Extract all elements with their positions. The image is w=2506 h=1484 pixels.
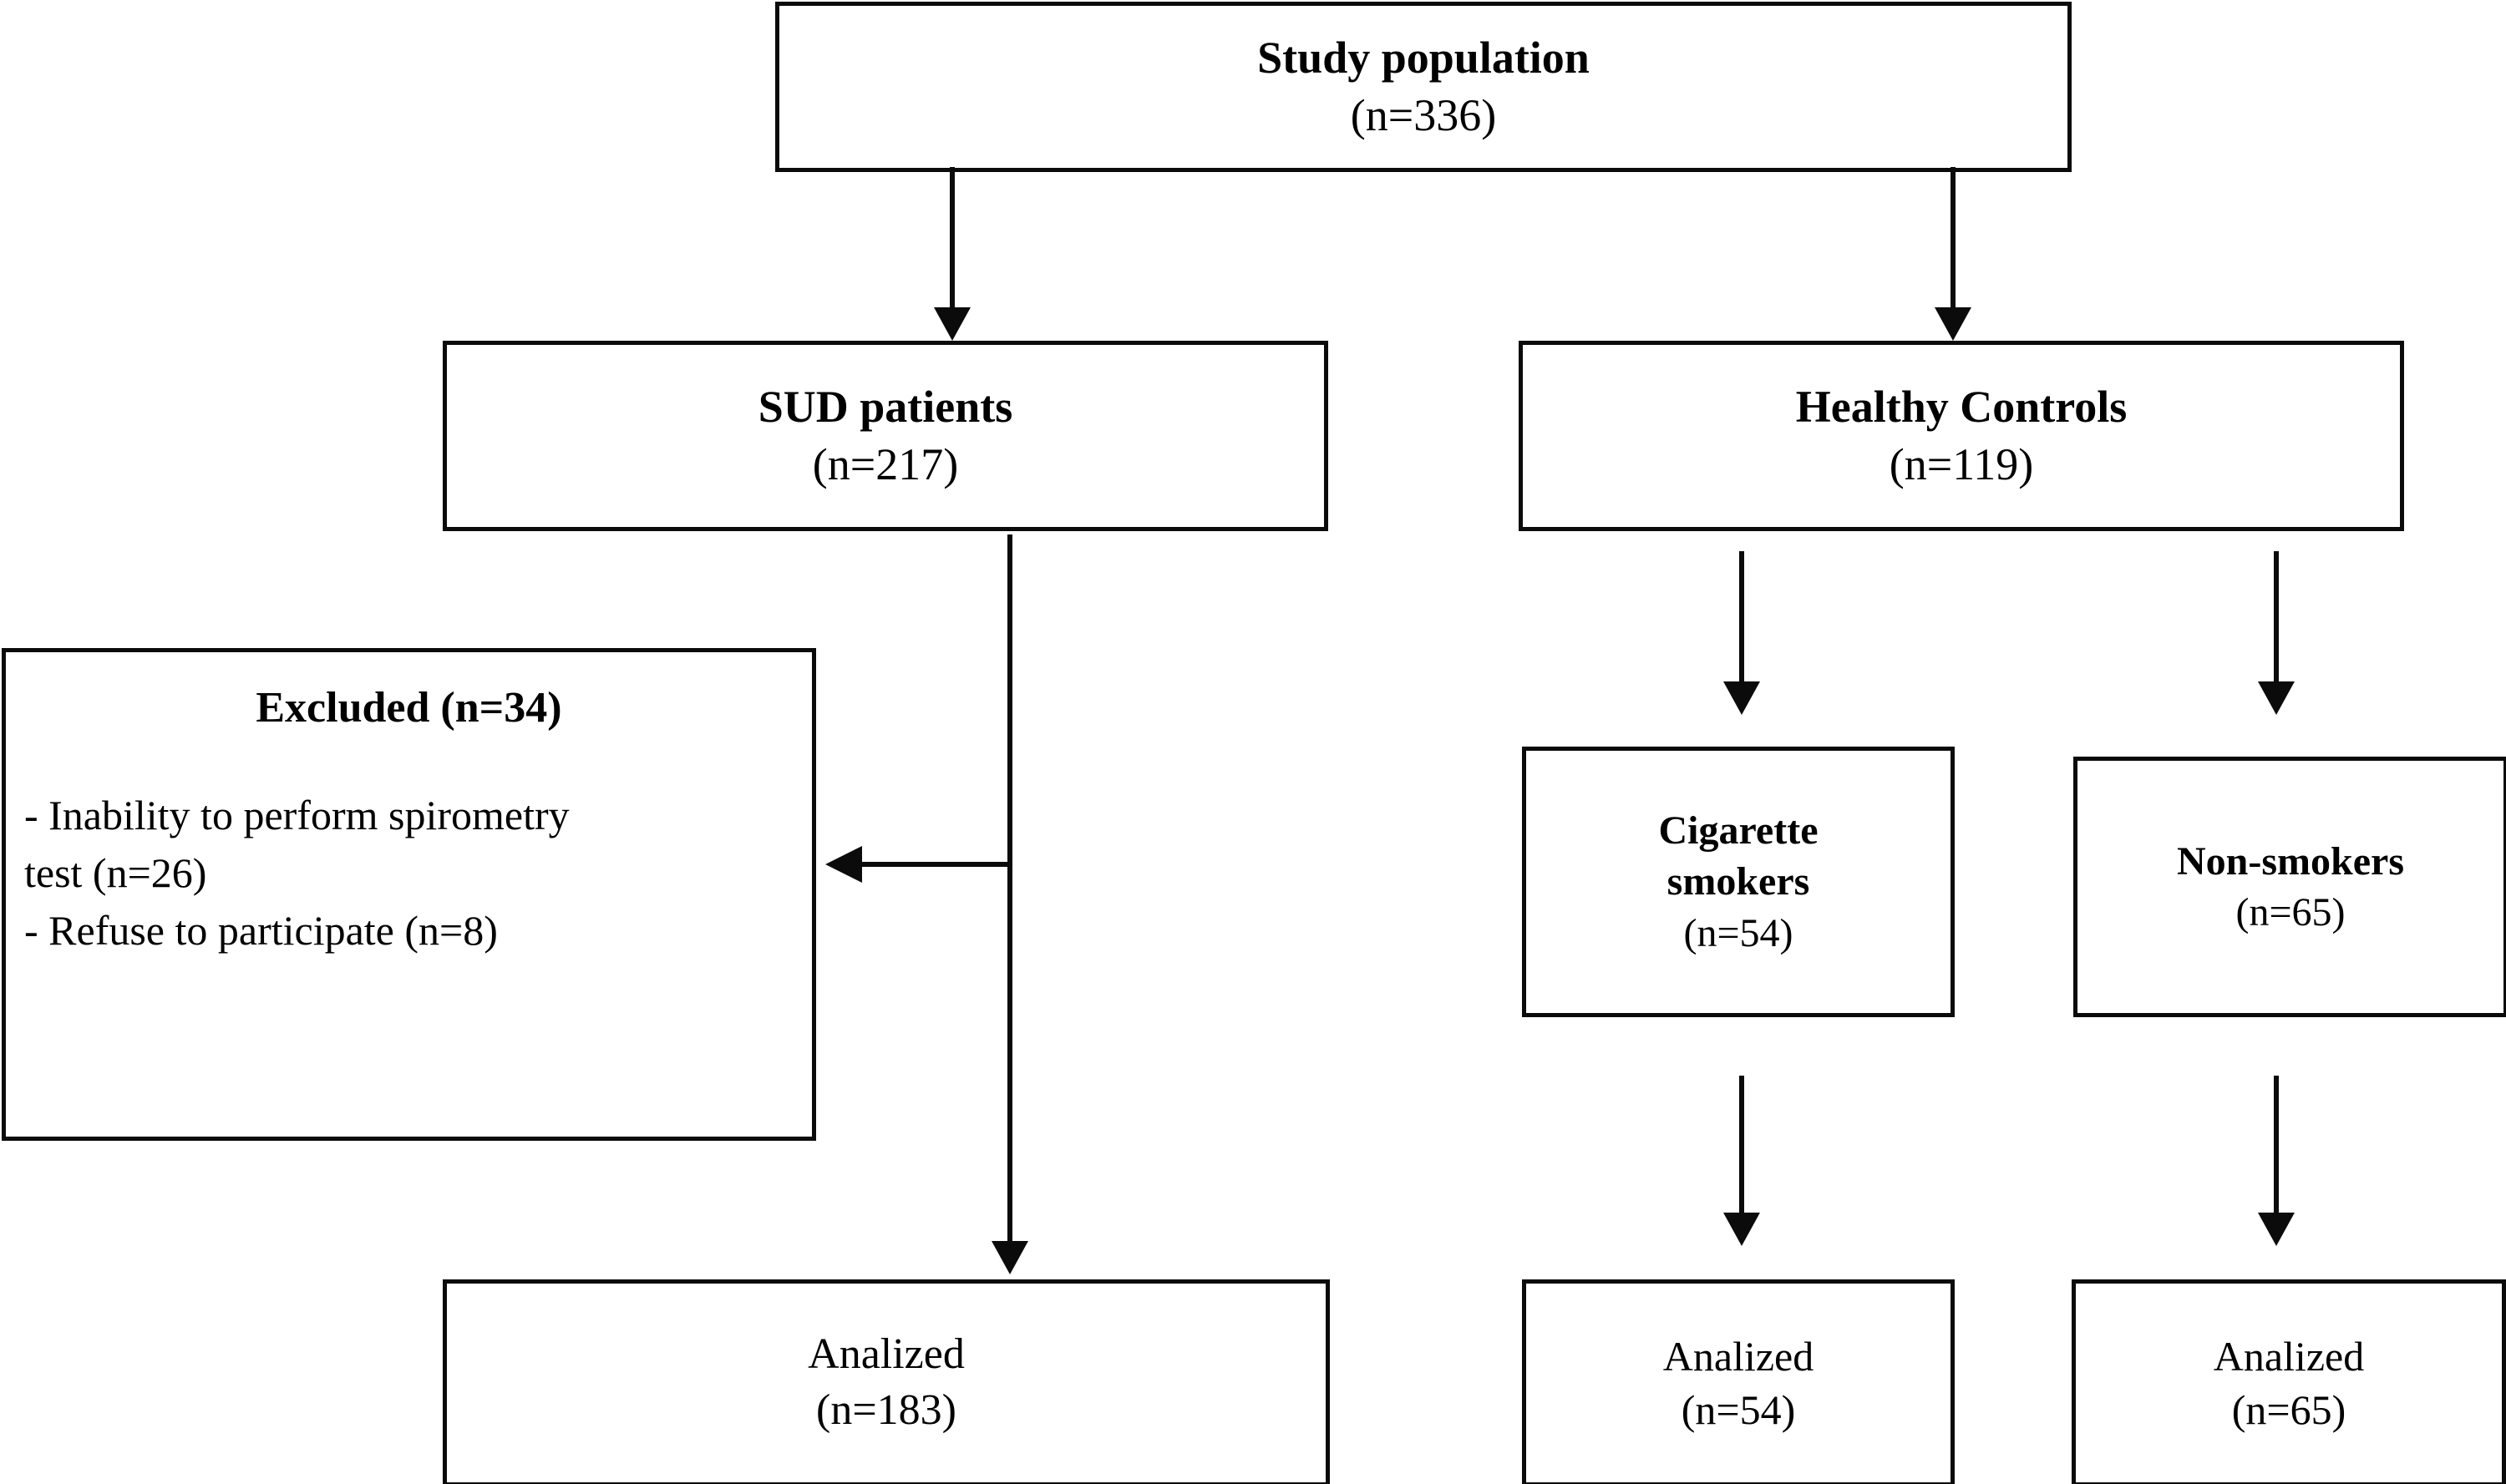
edge-study-to-sud-arrowhead [934, 307, 971, 341]
node-sud-patients-count: (n=217) [812, 439, 959, 489]
edge-sud-to-excluded-line [860, 862, 1011, 867]
edge-controls-to-nonsmokers-line [2274, 551, 2279, 685]
edge-smokers-to-analized-arrowhead [1723, 1213, 1760, 1246]
node-excluded: Excluded (n=34) - Inability to perform s… [2, 648, 816, 1141]
node-healthy-controls-count: (n=119) [1889, 439, 2034, 489]
edge-study-to-controls-line [1951, 167, 1956, 311]
node-analized-sud-count: (n=183) [816, 1386, 956, 1434]
node-non-smokers-count: (n=65) [2235, 890, 2346, 934]
edge-smokers-to-analized-line [1739, 1076, 1744, 1218]
node-cigarette-smokers-title-2: smokers [1666, 859, 1810, 904]
edge-nonsmokers-to-analized-line [2274, 1076, 2279, 1218]
node-excluded-reason: test (n=26) [24, 848, 207, 896]
node-non-smokers-title: Non-smokers [2177, 838, 2404, 884]
node-healthy-controls-title: Healthy Controls [1795, 381, 2128, 432]
edge-study-to-controls-arrowhead [1935, 307, 1971, 341]
node-excluded-reason: - Refuse to participate (n=8) [24, 906, 498, 954]
edge-sud-to-analized-line [1007, 534, 1012, 1244]
edge-controls-to-nonsmokers-arrowhead [2258, 681, 2295, 715]
node-study-population-title: Study population [1257, 32, 1590, 83]
node-analized-nonsmokers: Analized (n=65) [2072, 1279, 2506, 1484]
node-study-population-count: (n=336) [1350, 90, 1497, 140]
node-analized-nonsmokers-title: Analized [2213, 1333, 2365, 1380]
node-excluded-heading: Excluded (n=34) [256, 684, 562, 732]
node-excluded-reason: - Inability to perform spirometry [24, 791, 570, 838]
edge-nonsmokers-to-analized-arrowhead [2258, 1213, 2295, 1246]
node-cigarette-smokers: Cigarette smokers (n=54) [1522, 747, 1955, 1017]
edge-sud-to-analized-arrowhead [992, 1241, 1028, 1274]
node-analized-smokers-title: Analized [1662, 1333, 1814, 1380]
node-cigarette-smokers-title-1: Cigarette [1658, 808, 1819, 853]
node-analized-sud: Analized (n=183) [443, 1279, 1330, 1484]
node-cigarette-smokers-count: (n=54) [1683, 910, 1793, 955]
node-analized-smokers: Analized (n=54) [1522, 1279, 1955, 1484]
node-excluded-reason-list: - Inability to perform spirometry test (… [6, 787, 812, 960]
node-analized-sud-title: Analized [808, 1330, 965, 1379]
node-study-population: Study population (n=336) [775, 2, 2072, 172]
edge-study-to-sud-line [950, 167, 955, 311]
node-sud-patients-title: SUD patients [758, 381, 1013, 432]
edge-controls-to-smokers-arrowhead [1723, 681, 1760, 715]
edge-controls-to-smokers-line [1739, 551, 1744, 685]
node-non-smokers: Non-smokers (n=65) [2073, 757, 2506, 1017]
node-analized-nonsmokers-count: (n=65) [2231, 1386, 2346, 1433]
node-analized-smokers-count: (n=54) [1681, 1386, 1796, 1433]
node-sud-patients: SUD patients (n=217) [443, 341, 1328, 531]
edge-sud-to-excluded-arrowhead [825, 846, 862, 883]
node-healthy-controls: Healthy Controls (n=119) [1519, 341, 2404, 531]
